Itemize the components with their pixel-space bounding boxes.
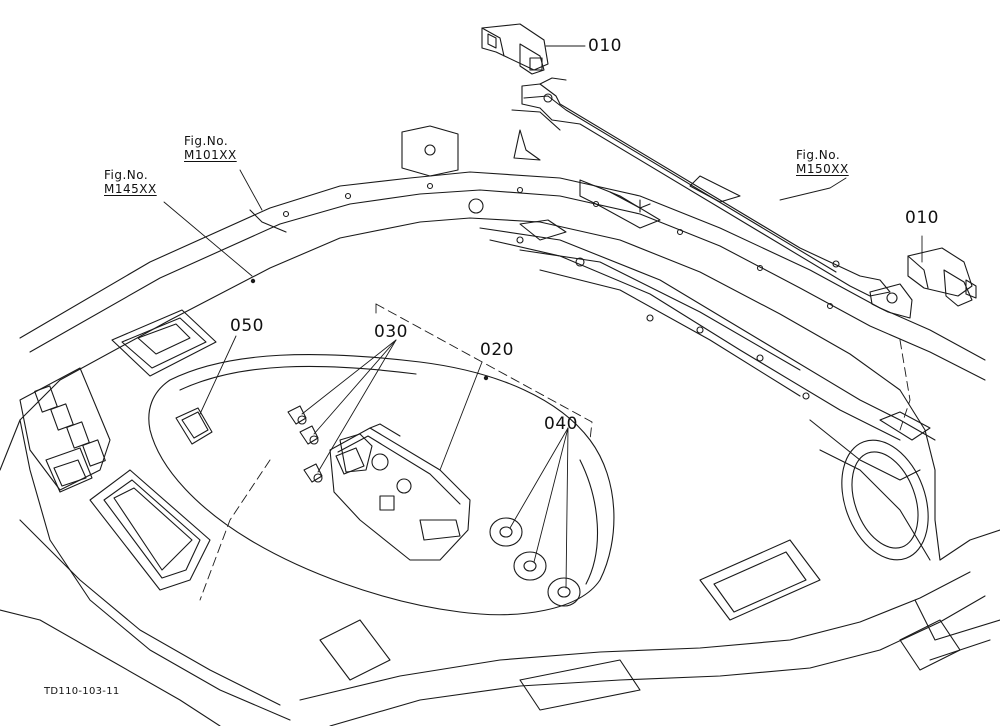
fig-ref-b-number: M145XX xyxy=(104,182,157,196)
part-label-010-top: 010 xyxy=(588,36,622,56)
upper-left-recess xyxy=(111,309,217,377)
dashed-assembly-lines xyxy=(199,303,911,601)
leader-lines xyxy=(163,45,923,589)
roof-panel-outline xyxy=(0,171,1000,726)
part-050-switch xyxy=(175,407,213,445)
drawing-code: TD110-103-11 xyxy=(44,686,120,697)
fig-ref-a-label: Fig.No. xyxy=(184,134,229,148)
fig-ref-a-number: M101XX xyxy=(184,148,237,162)
speaker-housing xyxy=(819,439,931,561)
center-console-oval xyxy=(148,353,615,616)
part-020-housing xyxy=(329,423,471,561)
fig-ref-b: Fig.No. M145XX xyxy=(104,168,157,196)
part-040-lenses xyxy=(489,517,581,607)
fig-ref-c-label: Fig.No. xyxy=(796,148,841,162)
front-lower-recesses xyxy=(319,539,961,711)
part-label-040: 040 xyxy=(544,414,578,434)
rear-frame-rails xyxy=(479,179,936,481)
fig-ref-c: Fig.No. M150XX xyxy=(796,148,849,176)
part-label-010-right: 010 xyxy=(905,208,939,228)
lamp-010-right xyxy=(869,247,977,319)
lower-left-recess xyxy=(89,469,211,591)
fig-ref-a: Fig.No. M101XX xyxy=(184,134,237,162)
fig-ref-c-number: M150XX xyxy=(796,162,849,176)
lamp-mount-bracket xyxy=(511,77,891,297)
switch-panel-left xyxy=(19,367,111,493)
part-label-030: 030 xyxy=(374,322,408,342)
part-030-bulbs xyxy=(287,405,323,483)
part-label-050: 050 xyxy=(230,316,264,336)
roof-rim-details xyxy=(249,125,834,310)
fig-ref-b-label: Fig.No. xyxy=(104,168,149,182)
part-label-020: 020 xyxy=(480,340,514,360)
lamp-010-top xyxy=(481,23,549,75)
